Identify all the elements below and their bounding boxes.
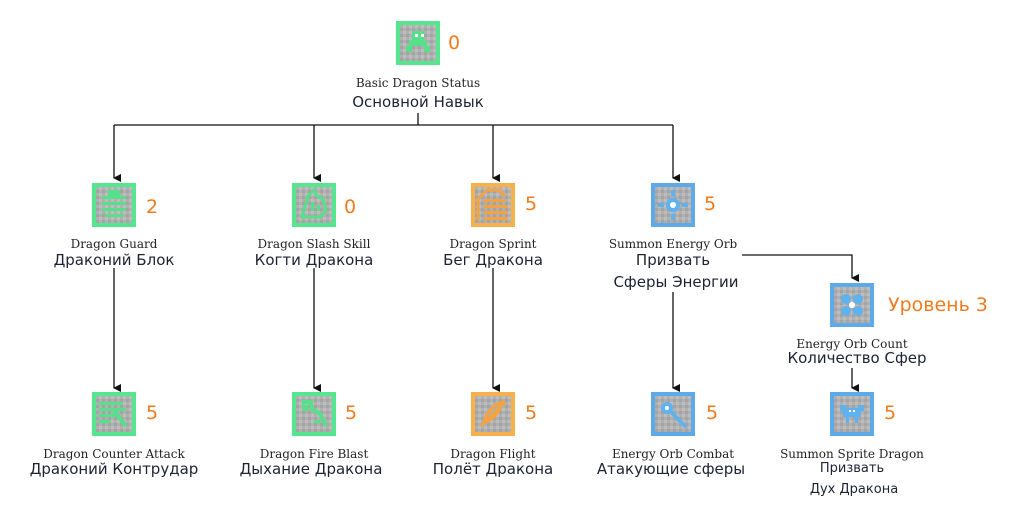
skill-name: Dragon Sprint	[449, 237, 537, 251]
skill-level: 5	[146, 402, 159, 424]
skill-translation: Атакующие сферы	[596, 460, 746, 478]
skill-translation-line1: Призвать	[819, 461, 885, 476]
skill-translation-line2: Сферы Энергии	[613, 273, 739, 291]
skill-level: 5	[345, 402, 358, 424]
skill-level: 0	[448, 32, 461, 54]
skill-level: 5	[884, 402, 897, 424]
dragon-breath-icon[interactable]	[292, 392, 336, 436]
skill-level: 5	[525, 193, 538, 215]
skill-translation: Драконий Блок	[53, 251, 175, 269]
skill-name: Dragon Fire Blast	[259, 447, 369, 461]
skill-name: Dragon Counter Attack	[43, 447, 185, 461]
feather-icon[interactable]	[471, 392, 515, 436]
skill-name: Summon Sprite Dragon	[780, 447, 924, 461]
skill-level: 5	[706, 402, 719, 424]
skill-name: Summon Energy Orb	[608, 237, 738, 251]
orb-wand-icon[interactable]	[651, 392, 695, 436]
dragon-head-icon[interactable]	[396, 21, 440, 65]
skill-level: 5	[704, 193, 717, 215]
skill-translation: Драконий Контрудар	[29, 460, 199, 478]
dragon-counter-icon[interactable]	[92, 392, 136, 436]
dragon-claw-icon[interactable]	[292, 183, 336, 227]
energy-orb-icon[interactable]	[651, 183, 695, 227]
skill-level: 2	[146, 196, 159, 218]
skill-translation: Дыхание Дракона	[239, 460, 383, 478]
skill-translation: Основной Навык	[352, 93, 484, 111]
skill-name: Dragon Guard	[70, 237, 158, 251]
skill-translation: Количество Сфер	[787, 349, 927, 367]
multi-orb-icon[interactable]	[830, 283, 874, 327]
skill-name: Dragon Slash Skill	[257, 237, 371, 251]
skill-translation: Бег Дракона	[443, 251, 543, 269]
skill-translation: Полёт Дракона	[432, 460, 554, 478]
skill-name: Dragon Flight	[450, 447, 536, 461]
skill-level: 5	[525, 402, 538, 424]
skill-level: Уровень 3	[888, 294, 988, 316]
dragon-wing-icon[interactable]	[471, 183, 515, 227]
skill-name: Basic Dragon Status	[355, 76, 481, 90]
skill-translation-line2: Дух Дракона	[809, 482, 899, 497]
connector-orb-to-count	[742, 254, 859, 282]
skill-translation-line1: Призвать	[635, 251, 711, 269]
dragon-shield-icon[interactable]	[92, 183, 136, 227]
skill-name: Energy Orb Count	[796, 337, 908, 351]
skill-translation: Когти Дракона	[254, 251, 374, 269]
skill-level: 0	[344, 196, 357, 218]
skill-name: Energy Orb Combat	[611, 447, 735, 461]
sprite-dragon-icon[interactable]	[830, 392, 874, 436]
